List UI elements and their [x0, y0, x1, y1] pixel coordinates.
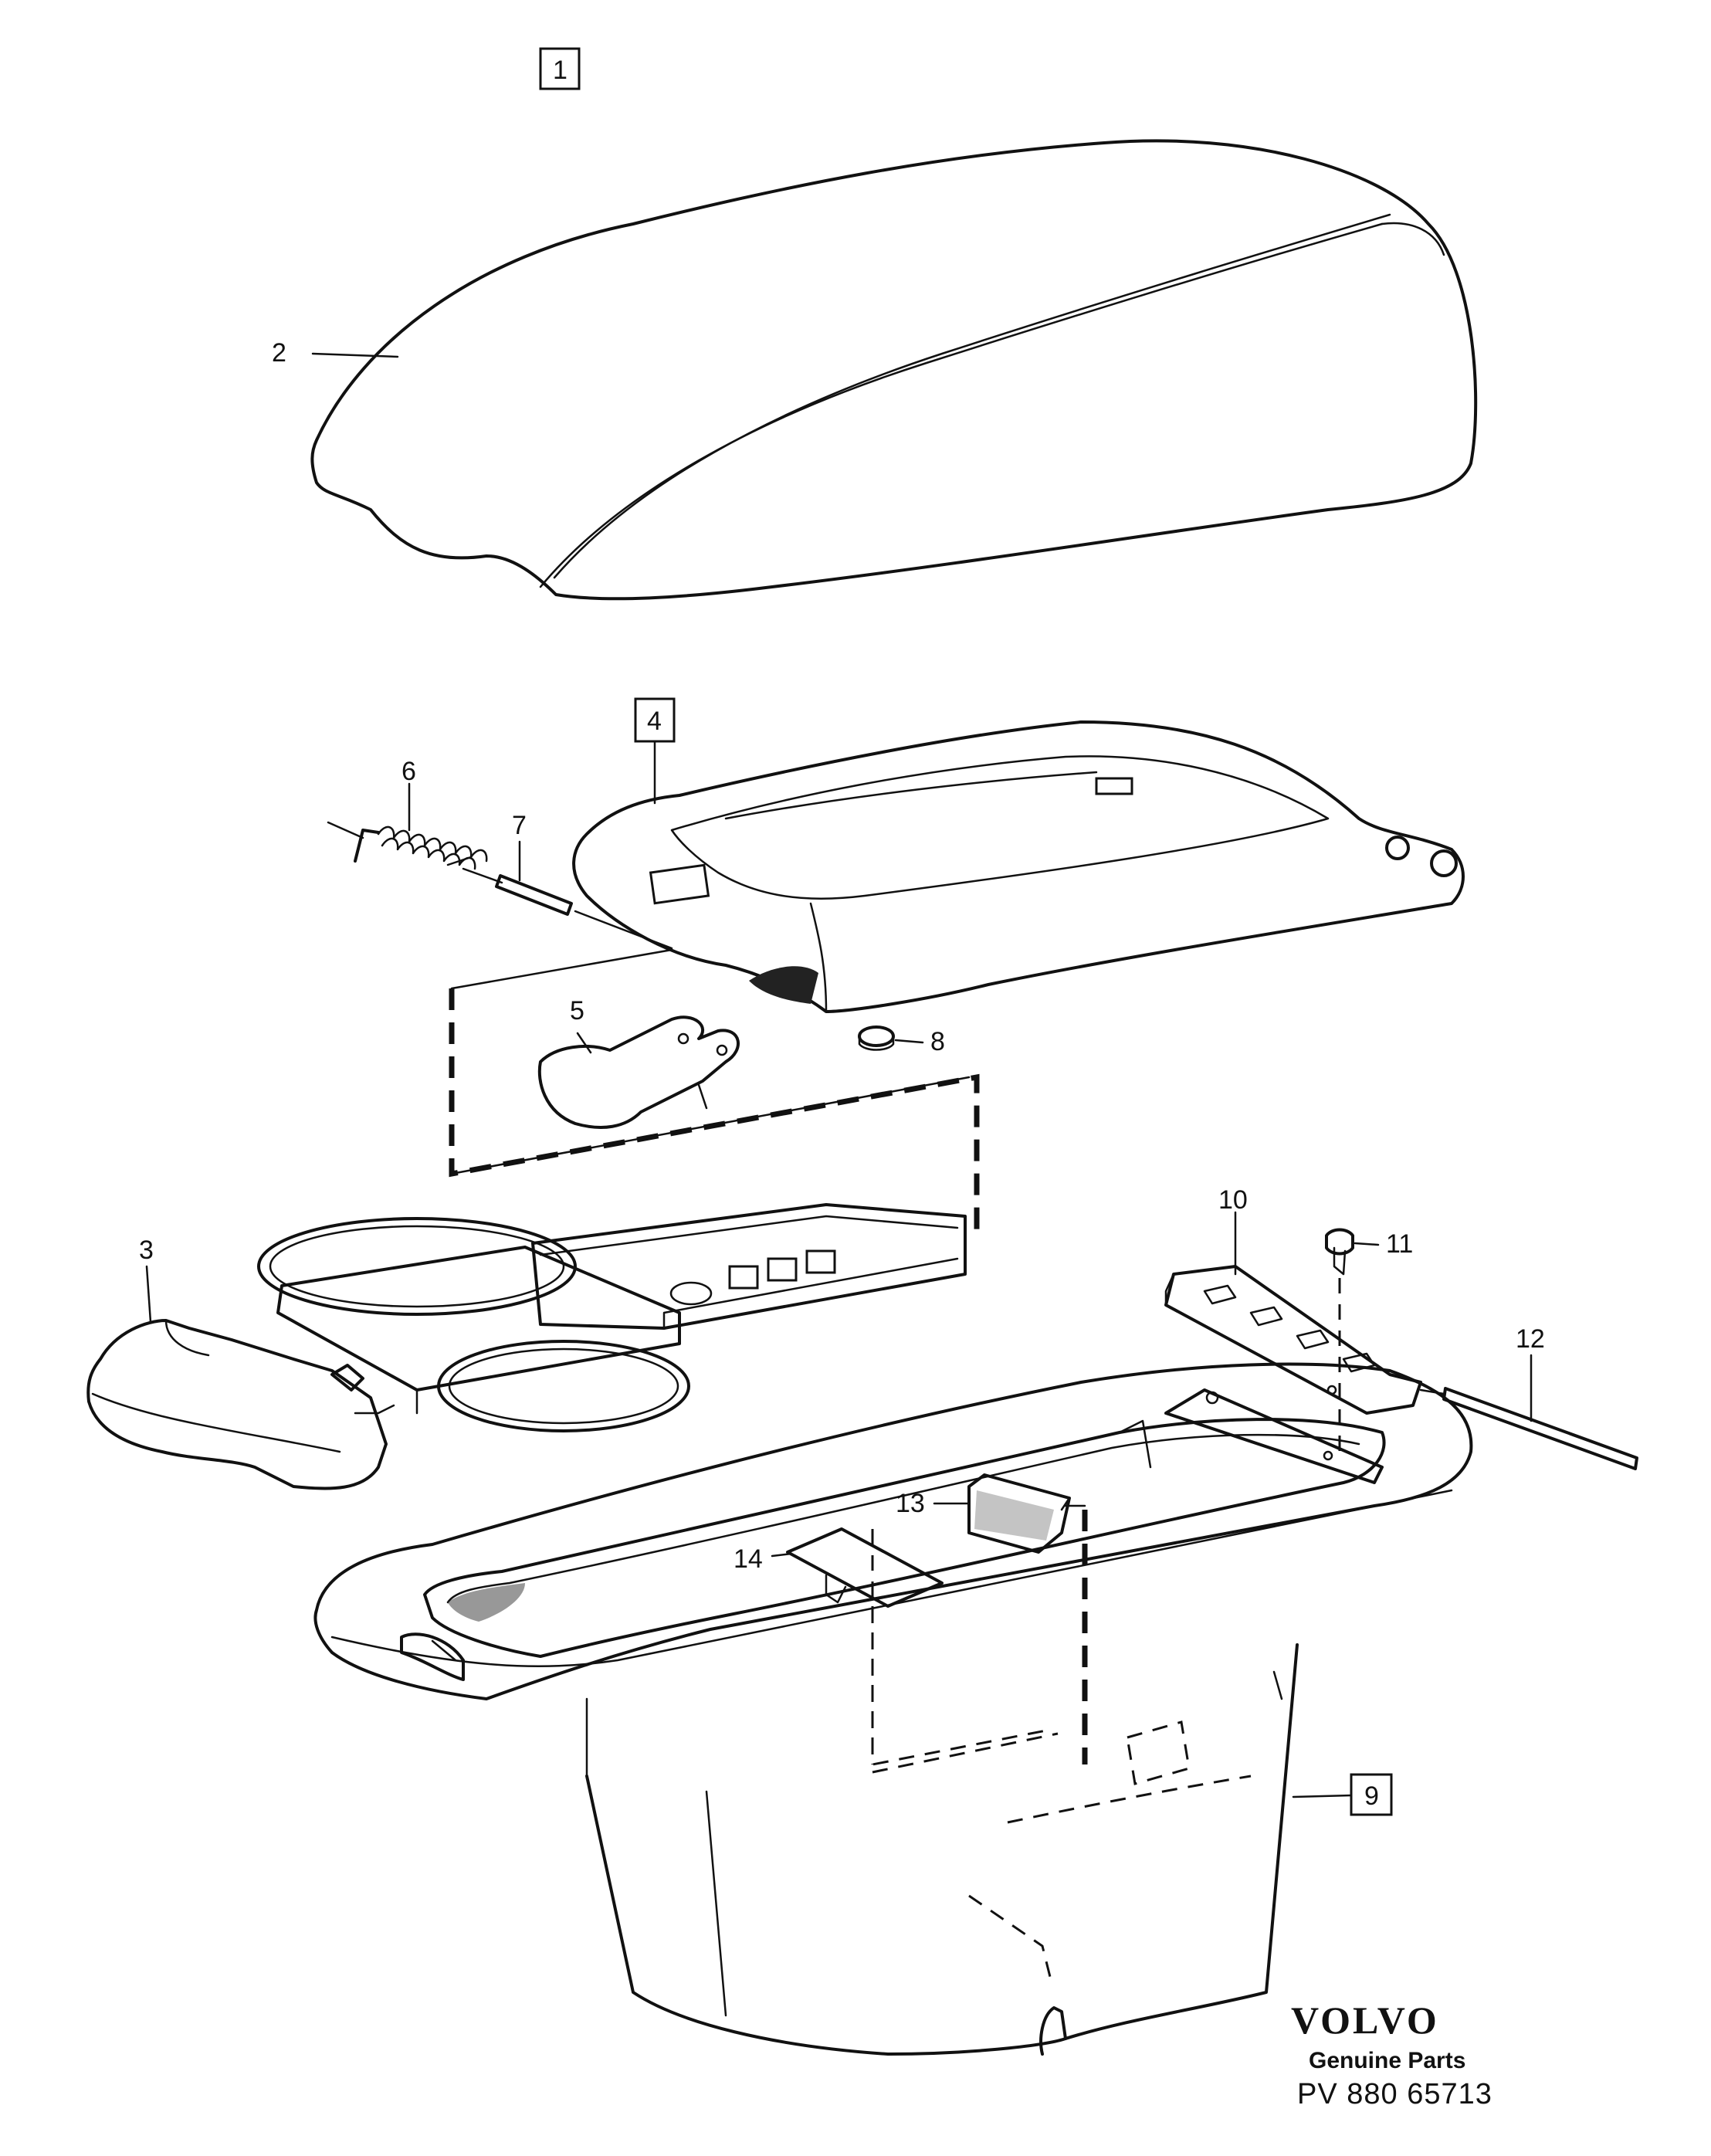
callout-10: 10: [1218, 1185, 1248, 1215]
leader-11: [1354, 1242, 1380, 1246]
part-12-rod: [1419, 1387, 1638, 1470]
part-11-screw: [1325, 1228, 1354, 1452]
callout-12: 12: [1516, 1324, 1545, 1354]
leader-8: [894, 1039, 924, 1044]
assembly-dashed-frame: [449, 988, 980, 1232]
callout-9-box: [1350, 1773, 1393, 1816]
callout-4: 4: [647, 707, 662, 736]
part-9-box: [313, 1362, 1473, 2056]
callout-13: 13: [896, 1489, 925, 1518]
callout-8: 8: [930, 1027, 945, 1056]
part-8-plug: [858, 1025, 895, 1051]
callout-2: 2: [272, 338, 286, 368]
part-14-cover: [786, 1527, 944, 1764]
part-2-cushion: [310, 139, 1478, 601]
leader-3: [145, 1265, 152, 1324]
genuine-parts-text: Genuine Parts: [1309, 2048, 1465, 2073]
part-3-cupholder: [86, 1203, 967, 1490]
leader-5: [576, 1032, 592, 1054]
callout-7: 7: [512, 811, 527, 840]
part-6-spring: [327, 821, 488, 870]
callout-5: 5: [570, 996, 584, 1025]
callout-11: 11: [1386, 1229, 1413, 1259]
drawing-number: PV 880 65713: [1297, 2078, 1492, 2110]
part-5-latch: [537, 1015, 740, 1129]
part-7-pin: [462, 867, 673, 950]
volvo-logo: VOLVO: [1291, 1998, 1439, 2042]
leader-9: [1292, 1794, 1353, 1798]
callout-9: 9: [1364, 1781, 1379, 1811]
part-4-lid: [572, 720, 1465, 1013]
leader-2: [311, 352, 399, 358]
part-13-clip: [967, 1473, 1071, 1554]
leader-14: [771, 1552, 793, 1558]
callout-1: 1: [553, 56, 568, 85]
callout-6: 6: [401, 757, 416, 786]
callout-1-box: [539, 47, 581, 90]
callout-3: 3: [139, 1236, 154, 1265]
callout-14: 14: [734, 1544, 763, 1574]
